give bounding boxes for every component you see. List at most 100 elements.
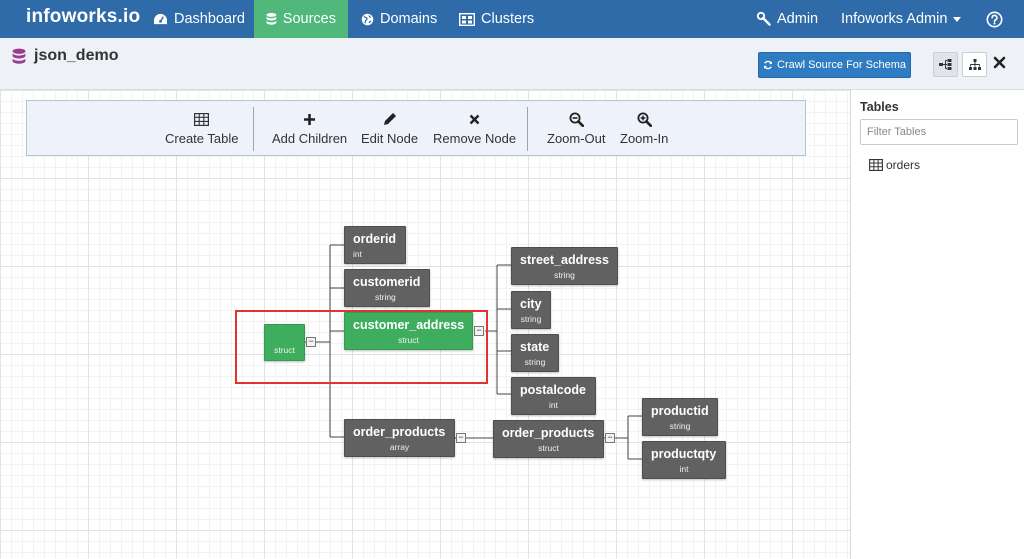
nav-admin[interactable]: Admin bbox=[745, 0, 830, 38]
edit-node-button[interactable]: Edit Node bbox=[361, 111, 418, 146]
node-name: orderid bbox=[353, 232, 397, 246]
collapse-toggle[interactable]: − bbox=[605, 433, 615, 443]
close-button[interactable] bbox=[993, 54, 1006, 74]
node-name: customer_address bbox=[353, 318, 465, 332]
node-postalcode[interactable]: postalcode int bbox=[511, 377, 596, 415]
sitemap-icon bbox=[968, 59, 981, 70]
zoom-out-icon bbox=[569, 112, 584, 127]
node-name: street_address bbox=[520, 253, 609, 267]
node-type: string bbox=[520, 314, 542, 324]
collapse-toggle[interactable]: − bbox=[456, 433, 466, 443]
node-street-address[interactable]: street_address string bbox=[511, 247, 618, 285]
clusters-icon bbox=[459, 12, 475, 26]
node-type: string bbox=[524, 357, 546, 367]
user-menu[interactable]: Infoworks Admin bbox=[829, 0, 973, 38]
nav-clusters[interactable]: Clusters bbox=[447, 0, 546, 38]
help-icon bbox=[986, 11, 1003, 27]
node-name: productid bbox=[651, 404, 709, 418]
table-icon bbox=[194, 112, 210, 126]
table-item-label: orders bbox=[886, 158, 921, 172]
node-type: array bbox=[389, 442, 410, 452]
node-customer-address[interactable]: customer_address struct bbox=[344, 312, 473, 350]
node-state[interactable]: state string bbox=[511, 334, 559, 372]
node-type: struct bbox=[538, 443, 559, 453]
brand-logo[interactable]: infoworks.io bbox=[26, 6, 141, 27]
node-name: city bbox=[520, 297, 542, 311]
nav-domains[interactable]: Domains bbox=[349, 0, 449, 38]
collapse-toggle[interactable]: − bbox=[306, 337, 316, 347]
add-children-label: Add Children bbox=[272, 131, 348, 146]
node-name: order_products bbox=[502, 426, 595, 440]
nav-clusters-label: Clusters bbox=[481, 11, 535, 27]
root-node[interactable]: struct bbox=[264, 324, 305, 361]
globe-icon bbox=[361, 13, 374, 25]
node-name: productqty bbox=[651, 447, 717, 461]
node-name: order_products bbox=[353, 425, 446, 439]
page-title: json_demo bbox=[12, 47, 118, 65]
help-button[interactable] bbox=[974, 0, 1015, 38]
node-type: struct bbox=[398, 335, 419, 345]
zoom-in-button[interactable]: Zoom-In bbox=[620, 111, 668, 146]
source-header: json_demo Crawl Source For Schema bbox=[0, 38, 1024, 90]
node-type: string bbox=[554, 270, 575, 280]
page-title-text: json_demo bbox=[34, 47, 119, 64]
remove-icon bbox=[469, 114, 480, 124]
node-productid[interactable]: productid string bbox=[642, 398, 718, 436]
nav-domains-label: Domains bbox=[380, 11, 438, 27]
nav-sources-label: Sources bbox=[282, 11, 336, 27]
nav-dashboard-label: Dashboard bbox=[174, 11, 245, 27]
remove-node-button[interactable]: Remove Node bbox=[433, 111, 516, 146]
tree-view-button[interactable] bbox=[933, 52, 958, 77]
pencil-icon bbox=[383, 113, 396, 125]
refresh-icon bbox=[764, 60, 772, 70]
node-type: struct bbox=[274, 345, 295, 355]
collapse-toggle[interactable]: − bbox=[474, 326, 484, 336]
filter-tables-input[interactable] bbox=[860, 119, 1018, 145]
node-productqty[interactable]: productqty int bbox=[642, 441, 726, 479]
node-type: int bbox=[679, 464, 689, 474]
dashboard-icon bbox=[154, 13, 167, 24]
remove-node-label: Remove Node bbox=[433, 131, 517, 146]
tables-panel-title: Tables bbox=[860, 100, 899, 114]
caret-down-icon bbox=[953, 16, 962, 22]
node-type: int bbox=[549, 400, 558, 410]
org-chart-view-button[interactable] bbox=[962, 52, 987, 77]
wrench-icon bbox=[757, 12, 771, 26]
user-menu-label: Infoworks Admin bbox=[841, 11, 948, 27]
toolbar-divider bbox=[253, 107, 254, 151]
toolbar-divider bbox=[527, 107, 528, 151]
node-name: state bbox=[520, 340, 550, 354]
zoom-out-label: Zoom-Out bbox=[547, 131, 606, 146]
zoom-out-button[interactable]: Zoom-Out bbox=[547, 111, 606, 146]
node-order-products[interactable]: order_products array bbox=[344, 419, 455, 457]
table-icon bbox=[869, 159, 883, 171]
create-table-button[interactable]: Create Table bbox=[165, 111, 238, 146]
node-type: string bbox=[669, 421, 691, 431]
zoom-in-label: Zoom-In bbox=[620, 131, 669, 146]
database-icon bbox=[12, 48, 26, 64]
crawl-source-label: Crawl Source For Schema bbox=[777, 59, 906, 71]
edit-node-label: Edit Node bbox=[361, 131, 419, 146]
table-item-orders[interactable]: orders bbox=[869, 158, 920, 172]
node-type: string bbox=[375, 292, 396, 302]
crawl-source-button[interactable]: Crawl Source For Schema bbox=[758, 52, 911, 78]
node-customerid[interactable]: customerid string bbox=[344, 269, 430, 307]
database-icon bbox=[266, 12, 277, 25]
editor-toolbar: Create Table Add Children Edit Node Remo… bbox=[26, 100, 806, 156]
create-table-label: Create Table bbox=[165, 131, 239, 146]
node-orderid[interactable]: orderid int bbox=[344, 226, 406, 264]
node-order-products-struct[interactable]: order_products struct bbox=[493, 420, 604, 458]
close-icon bbox=[993, 56, 1006, 69]
top-navbar: infoworks.io Dashboard Sources Domains C… bbox=[0, 0, 1024, 38]
node-type: int bbox=[353, 249, 362, 259]
nav-sources[interactable]: Sources bbox=[254, 0, 348, 38]
zoom-in-icon bbox=[637, 112, 652, 127]
tables-panel: Tables orders bbox=[852, 90, 1024, 559]
add-children-button[interactable]: Add Children bbox=[272, 111, 347, 146]
horizontal-tree-icon bbox=[939, 59, 952, 70]
nav-dashboard[interactable]: Dashboard bbox=[141, 0, 257, 38]
nav-admin-label: Admin bbox=[777, 11, 819, 27]
node-city[interactable]: city string bbox=[511, 291, 551, 329]
selection-highlight bbox=[235, 310, 488, 384]
plus-icon bbox=[304, 113, 316, 125]
